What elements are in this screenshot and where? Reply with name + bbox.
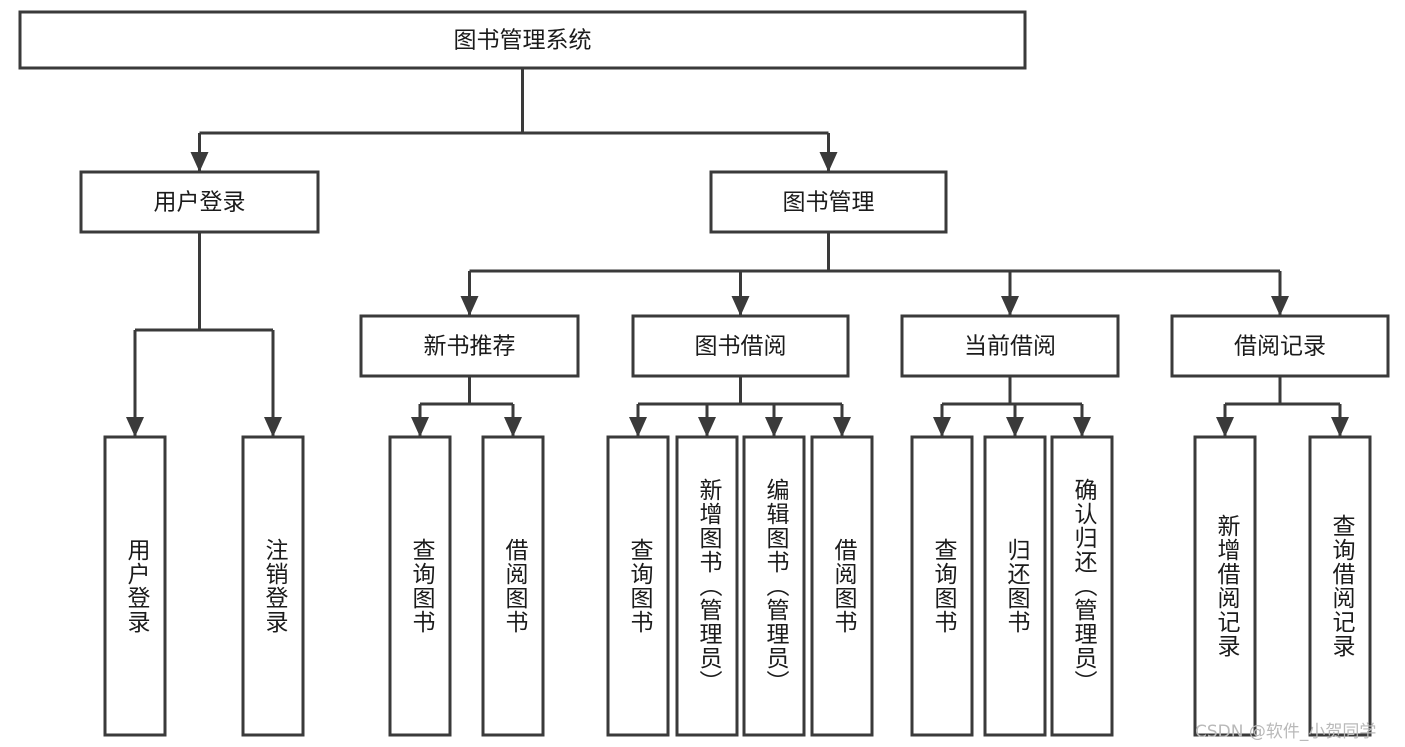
node-label-user-login: 用户登录 [154, 190, 246, 216]
boxes-layer [18, 10, 1390, 737]
arrow-head-icon-leaf-query-borrow-record [1331, 417, 1349, 437]
arrow-head-icon-leaf-query-book-rec [411, 417, 429, 437]
node-box-root[interactable] [18, 10, 1027, 70]
arrow-head-icon-new-book-recommend [460, 296, 479, 316]
arrow-head-icon-book-management [819, 152, 838, 172]
node-box-leaf-return-book[interactable] [983, 435, 1047, 737]
node-box-user-login[interactable] [79, 170, 320, 234]
node-box-leaf-add-borrow-record[interactable] [1193, 435, 1257, 737]
node-box-leaf-confirm-return-admin[interactable] [1050, 435, 1114, 737]
arrow-head-icon-leaf-borrow-book [833, 417, 851, 437]
node-box-leaf-edit-book-admin[interactable] [742, 435, 806, 737]
connectors-layer [126, 68, 1349, 437]
node-box-leaf-query-book-current[interactable] [910, 435, 974, 737]
arrow-head-icon-leaf-edit-book-admin [765, 417, 783, 437]
node-box-leaf-query-book-rec[interactable] [388, 435, 452, 737]
arrow-head-icon-leaf-confirm-return-admin [1073, 417, 1091, 437]
arrow-head-icon-book-borrow [731, 296, 750, 316]
node-box-leaf-logout-login[interactable] [241, 435, 305, 737]
node-box-new-book-recommend[interactable] [359, 314, 580, 378]
node-label-new-book-recommend: 新书推荐 [424, 334, 516, 360]
node-box-book-management[interactable] [709, 170, 948, 234]
node-label-book-borrow: 图书借阅 [695, 334, 787, 360]
arrow-head-icon-user-login [190, 152, 209, 172]
node-box-book-borrow[interactable] [631, 314, 850, 378]
node-label-current-borrow: 当前借阅 [964, 334, 1056, 360]
arrow-head-icon-leaf-logout-login [264, 417, 282, 437]
csdn-watermark: CSDN @软件_小贺同学 [1195, 722, 1377, 742]
node-box-leaf-borrow-book[interactable] [810, 435, 874, 737]
node-label-borrow-record: 借阅记录 [1234, 334, 1326, 360]
arrow-head-icon-leaf-borrow-book-rec [504, 417, 522, 437]
arrow-head-icon-current-borrow [1001, 296, 1019, 316]
arrow-head-icon-borrow-record [1271, 296, 1289, 316]
arrow-head-icon-leaf-add-borrow-record [1216, 417, 1234, 437]
node-label-root: 图书管理系统 [454, 28, 592, 54]
node-box-leaf-borrow-book-rec[interactable] [481, 435, 545, 737]
arrow-head-icon-leaf-return-book [1006, 417, 1024, 437]
arrow-head-icon-leaf-query-book-borrow [629, 417, 647, 437]
arrow-head-icon-leaf-user-login [126, 417, 144, 437]
node-box-leaf-query-borrow-record[interactable] [1308, 435, 1372, 737]
node-box-current-borrow[interactable] [900, 314, 1120, 378]
node-label-book-management: 图书管理 [783, 190, 875, 216]
node-box-borrow-record[interactable] [1170, 314, 1390, 378]
node-box-leaf-user-login[interactable] [103, 435, 167, 737]
node-box-leaf-add-book-admin[interactable] [675, 435, 739, 737]
arrow-head-icon-leaf-add-book-admin [698, 417, 716, 437]
node-box-leaf-query-book-borrow[interactable] [606, 435, 670, 737]
arrow-head-icon-leaf-query-book-current [933, 417, 951, 437]
